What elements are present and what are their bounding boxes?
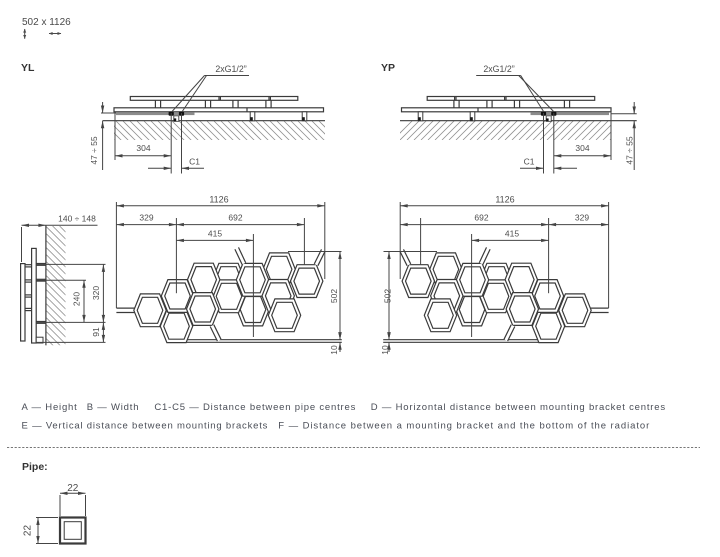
svg-text:47 ÷ 55: 47 ÷ 55 xyxy=(625,136,635,165)
svg-text:329: 329 xyxy=(139,213,153,223)
svg-text:2xG1/2”: 2xG1/2” xyxy=(483,64,514,74)
svg-text:240: 240 xyxy=(72,292,82,306)
svg-text:502: 502 xyxy=(383,289,393,303)
svg-text:415: 415 xyxy=(208,229,222,239)
svg-text:Pipe:: Pipe: xyxy=(22,461,48,473)
svg-text:47 ÷ 55: 47 ÷ 55 xyxy=(89,136,99,165)
svg-text:304: 304 xyxy=(575,143,589,153)
svg-text:10: 10 xyxy=(380,345,390,355)
svg-text:320: 320 xyxy=(91,286,101,300)
svg-text:B — Width: B — Width xyxy=(87,402,140,413)
svg-text:22: 22 xyxy=(67,483,79,494)
svg-text:415: 415 xyxy=(505,229,519,239)
svg-text:304: 304 xyxy=(136,143,150,153)
svg-text:YL: YL xyxy=(21,62,35,74)
svg-text:E — Vertical distance between: E — Vertical distance between mounting b… xyxy=(22,421,269,432)
svg-text:1126: 1126 xyxy=(209,195,228,205)
svg-text:D — Horizontal distance betwee: D — Horizontal distance between mounting… xyxy=(371,402,666,413)
svg-text:C1: C1 xyxy=(524,157,535,167)
svg-text:692: 692 xyxy=(474,213,488,223)
svg-text:692: 692 xyxy=(228,213,242,223)
svg-text:329: 329 xyxy=(575,213,589,223)
svg-text:F — Distance between a mountin: F — Distance between a mounting bracket … xyxy=(278,421,650,432)
svg-text:A — Height: A — Height xyxy=(22,402,78,413)
svg-text:22: 22 xyxy=(23,525,34,537)
svg-text:502: 502 xyxy=(329,289,339,303)
svg-text:C1: C1 xyxy=(189,157,200,167)
svg-text:1126: 1126 xyxy=(495,195,514,205)
svg-text:10: 10 xyxy=(329,345,339,355)
svg-text:91: 91 xyxy=(91,327,101,337)
svg-text:YP: YP xyxy=(381,62,395,74)
svg-text:502 x 1126: 502 x 1126 xyxy=(22,17,71,28)
svg-text:2xG1/2”: 2xG1/2” xyxy=(215,64,246,74)
svg-text:140 ÷ 148: 140 ÷ 148 xyxy=(58,214,96,224)
svg-text:C1-C5 — Distance between pipe: C1-C5 — Distance between pipe centres xyxy=(154,402,356,413)
